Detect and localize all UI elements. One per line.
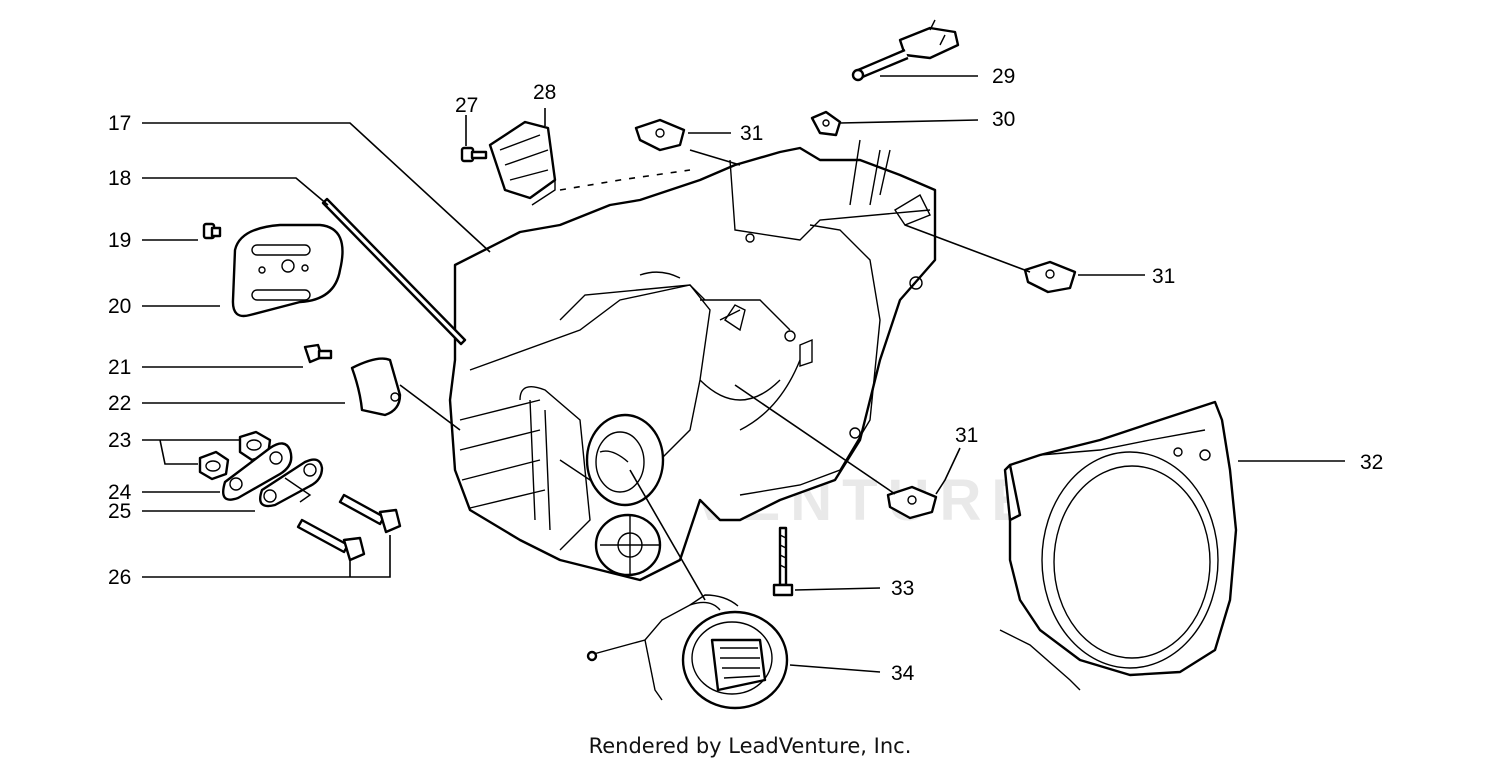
callout-20: 20 — [108, 295, 131, 318]
chain-guard-22 — [350, 357, 402, 417]
spacer-plate-24 — [221, 442, 293, 501]
callout-17: 17 — [108, 112, 131, 135]
oil-cap-34 — [586, 594, 789, 710]
callout-31-bottom: 31 — [955, 424, 978, 447]
screw-19 — [202, 222, 222, 240]
callout-34: 34 — [891, 662, 915, 685]
callout-31-right: 31 — [1152, 265, 1175, 288]
callout-18: 18 — [108, 167, 131, 190]
callout-29: 29 — [992, 65, 1015, 88]
bar-studs-26 — [296, 493, 402, 562]
callout-24: 24 — [108, 481, 132, 504]
leader-lines — [142, 75, 1345, 673]
callout-labels: 17 18 19 20 21 22 23 24 25 26 27 28 29 3… — [108, 65, 1383, 685]
fan-housing-32 — [999, 400, 1238, 691]
guide-plate — [231, 223, 344, 318]
callout-23: 23 — [108, 429, 131, 452]
callout-30: 30 — [992, 108, 1015, 131]
callout-26: 26 — [108, 566, 131, 589]
callout-27: 27 — [455, 94, 478, 117]
screw-27 — [460, 146, 488, 163]
tensioner-plate-25 — [258, 458, 324, 508]
chain-oil-tube — [321, 197, 467, 346]
callout-33: 33 — [891, 577, 914, 600]
speed-nut-31a — [634, 118, 686, 152]
key-29 — [851, 19, 960, 82]
bracket-28 — [488, 120, 557, 206]
callout-22: 22 — [108, 392, 131, 415]
callout-32: 32 — [1360, 451, 1383, 474]
callout-31-top: 31 — [740, 122, 763, 145]
screw-21 — [303, 343, 333, 364]
crankcase-housing — [448, 139, 937, 582]
callout-21: 21 — [108, 356, 131, 379]
clip-30 — [810, 110, 842, 137]
speed-nut-31b — [1023, 260, 1077, 294]
callout-28: 28 — [533, 81, 556, 104]
credit-line: Rendered by LeadVenture, Inc. — [588, 734, 912, 758]
screw-33 — [772, 526, 794, 597]
callout-25: 25 — [108, 500, 131, 523]
speed-nut-31c — [886, 485, 938, 520]
callout-19: 19 — [108, 229, 131, 252]
